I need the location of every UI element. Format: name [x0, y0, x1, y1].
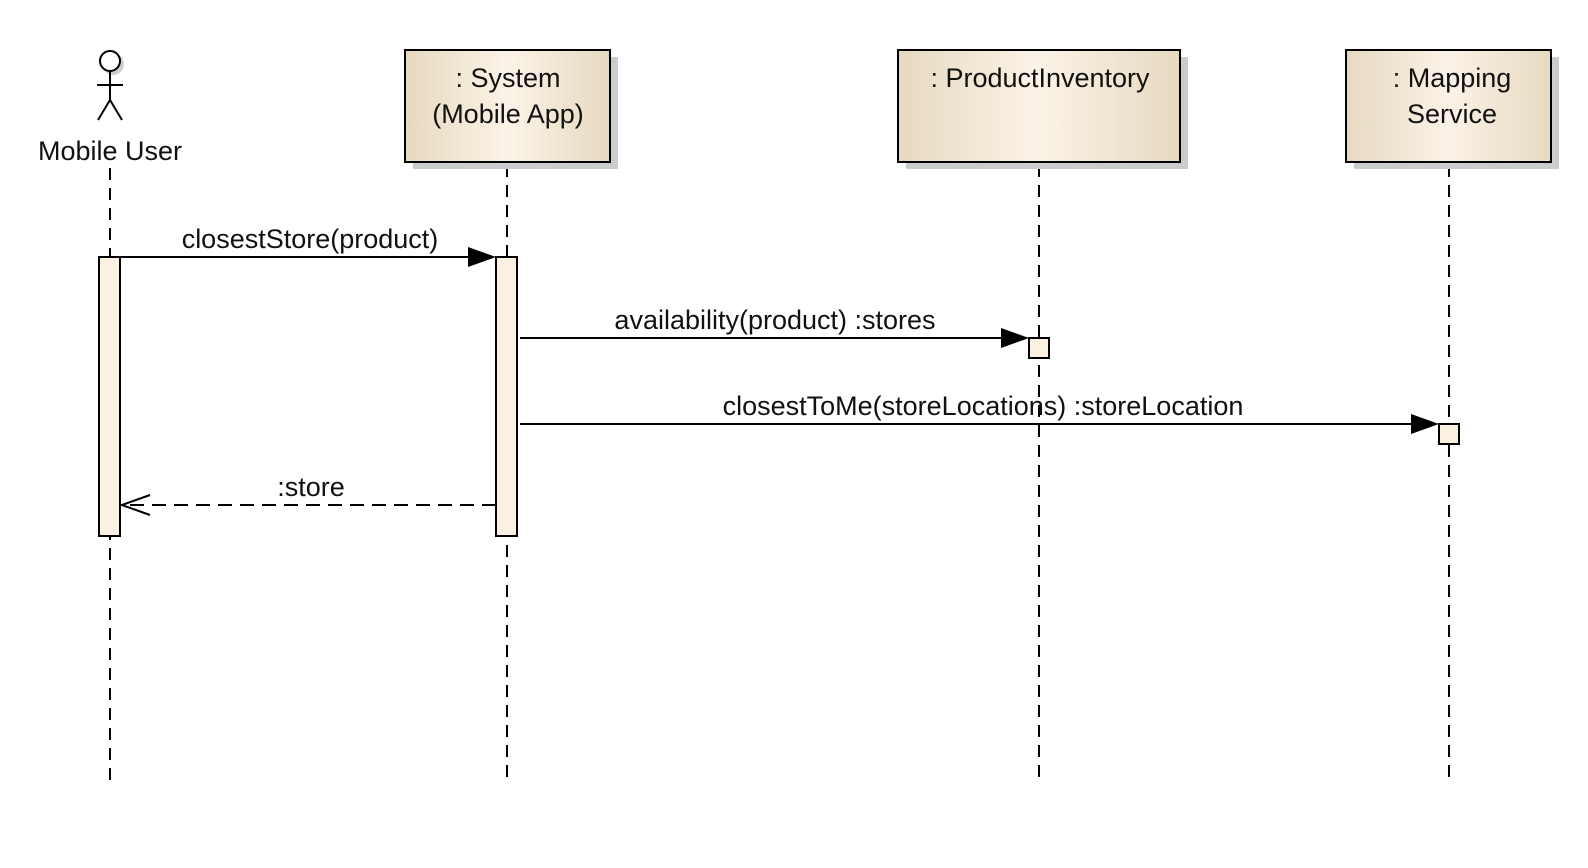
mapping-activation: [1438, 423, 1460, 445]
message-availability[interactable]: availability(product) :stores: [520, 305, 1029, 348]
participant-mapping-service[interactable]: : Mapping Service: [1345, 49, 1559, 169]
actor-activation: [98, 256, 121, 537]
system-activation: [495, 256, 518, 537]
participant-system[interactable]: : System (Mobile App): [404, 49, 618, 169]
participant-mapping-line-1: : Mapping: [1393, 63, 1512, 93]
participant-product-inventory[interactable]: : ProductInventory: [897, 49, 1188, 169]
inventory-activation: [1028, 337, 1050, 359]
participant-system-line-1: : System: [455, 63, 560, 93]
message-closest-to-me[interactable]: closestToMe(storeLocations) :storeLocati…: [520, 391, 1439, 434]
message-closest-store[interactable]: closestStore(product): [120, 224, 496, 267]
filled-arrowhead-icon: [1411, 414, 1439, 434]
participant-mapping-line-2: Service: [1407, 99, 1497, 129]
message-return-store[interactable]: :store: [119, 472, 496, 516]
filled-arrowhead-icon: [468, 247, 496, 267]
message-label: :store: [277, 472, 345, 502]
actor-label: Mobile User: [38, 136, 182, 166]
message-label: closestStore(product): [182, 224, 439, 254]
participant-system-line-2: (Mobile App): [432, 99, 584, 129]
actor-mobile-user[interactable]: Mobile User: [38, 50, 182, 166]
open-arrowhead-icon: [119, 494, 151, 516]
stick-figure-icon: [97, 50, 124, 121]
message-label: availability(product) :stores: [614, 305, 935, 335]
message-label: closestToMe(storeLocations) :storeLocati…: [723, 391, 1244, 421]
activations: [98, 256, 1460, 537]
filled-arrowhead-icon: [1001, 328, 1029, 348]
participant-inventory-line-1: : ProductInventory: [930, 63, 1150, 93]
